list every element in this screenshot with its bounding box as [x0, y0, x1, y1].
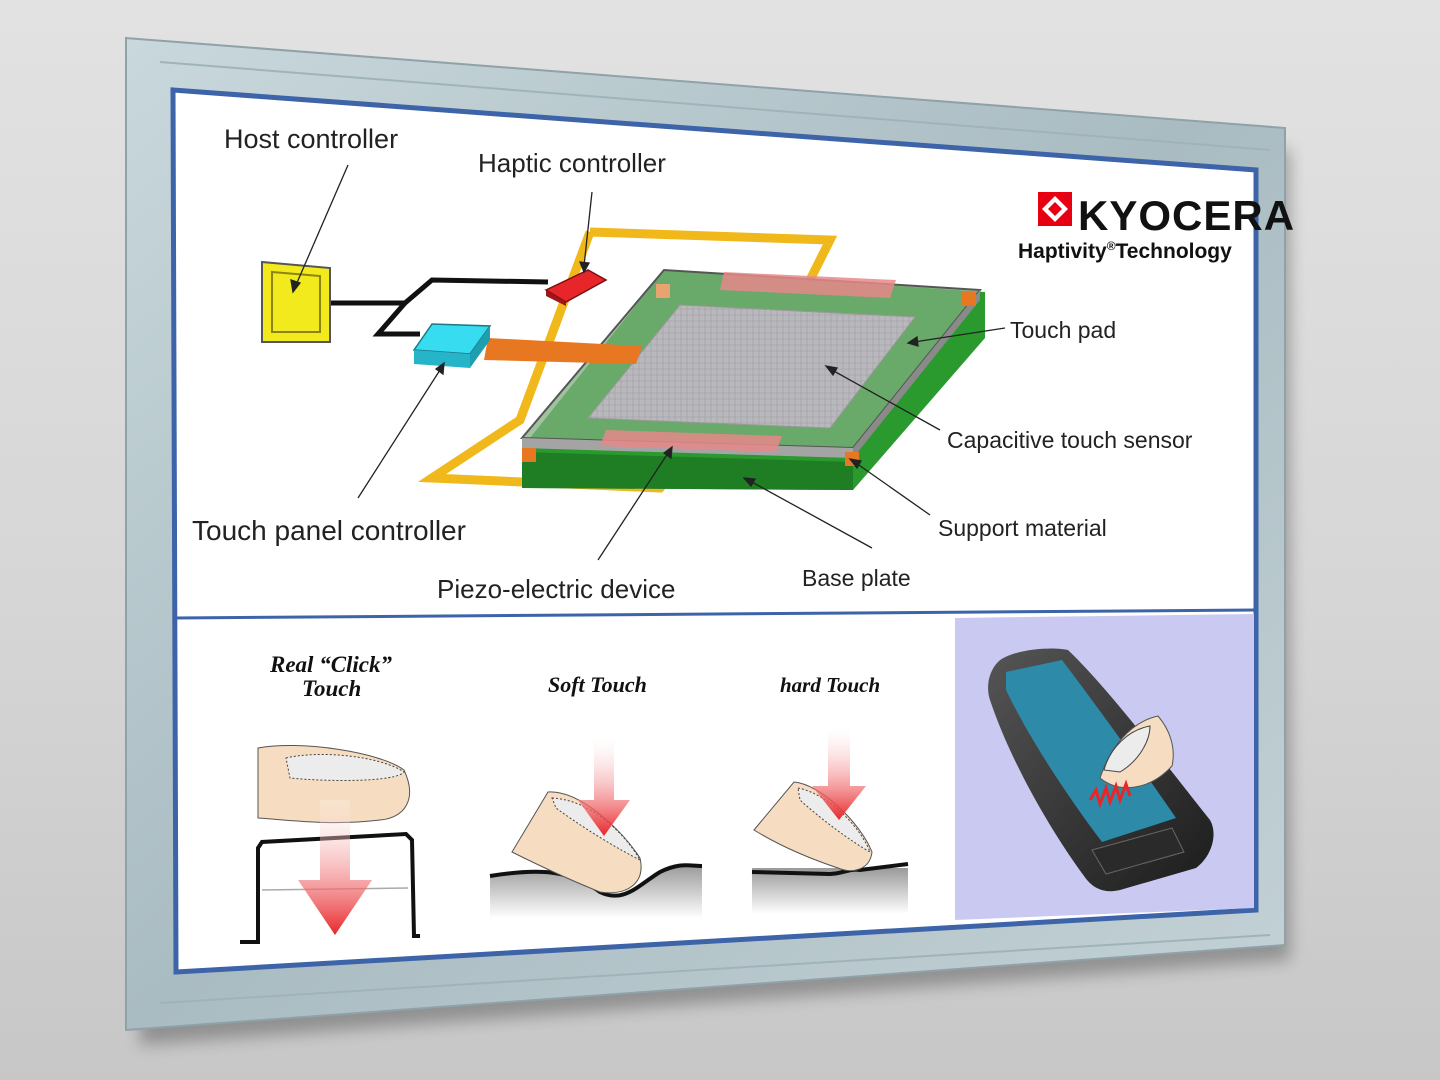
label-piezo-electric-device: Piezo-electric device [437, 574, 675, 604]
phone-illustration-panel [955, 614, 1254, 920]
touch-pad-side [853, 290, 980, 458]
kyocera-logo-mark [1038, 192, 1072, 226]
phone-screen [1006, 660, 1176, 842]
real-click-illustration: Real “Click” Touch [240, 652, 420, 944]
press-arrow-hard-touch [812, 728, 866, 820]
label-haptic-controller: Haptic controller [478, 148, 666, 178]
real-click-title-line2: Touch [302, 676, 361, 701]
soft-touch-title: Soft Touch [548, 672, 647, 697]
touch-panel-controller-side [470, 326, 490, 368]
fingernail-real-click [285, 754, 405, 781]
piezo-strip-front [600, 430, 782, 452]
tagline-prefix: Haptivity [1018, 240, 1107, 263]
host-panel-wire [372, 301, 420, 337]
press-arrow-real-click [298, 800, 372, 935]
frame-groove-top [159, 61, 1271, 151]
base-plate-front [522, 452, 853, 490]
fingernail-soft-touch [551, 797, 642, 862]
hard-touch-title: hard Touch [780, 673, 880, 697]
label-touch-pad: Touch pad [1010, 317, 1116, 343]
host-controller-box [261, 260, 331, 343]
brand-tagline: Haptivity®Technology [1018, 239, 1232, 263]
kyocera-logo-text: KYOCERA [1078, 192, 1295, 239]
hard-touch-illustration: hard Touch [751, 673, 909, 914]
touch-panel-controller-front [414, 350, 470, 368]
kyocera-brand: KYOCERA Haptivity®Technology [1018, 192, 1295, 263]
haptic-controller-side [546, 290, 566, 306]
label-host-controller: Host controller [224, 124, 398, 154]
label-touch-panel-controller: Touch panel controller [192, 515, 466, 546]
vibration-squiggle [1088, 779, 1132, 809]
host-controller-inner [271, 270, 321, 333]
support-corner-back-right [962, 292, 976, 306]
phone-bottom-bar [1091, 827, 1185, 875]
frame-groove-bottom [159, 934, 1271, 1004]
hard-surface-line [751, 862, 909, 877]
tagline-suffix: Technology [1116, 240, 1233, 263]
soft-surface-line [489, 863, 703, 898]
host-haptic-wire [330, 277, 549, 306]
fingernail-phone [1103, 725, 1151, 773]
real-click-title-line1: Real “Click” [269, 652, 393, 677]
label-base-plate: Base plate [802, 565, 911, 591]
press-arrow-soft-touch [578, 738, 630, 836]
support-corner-back-left [656, 284, 670, 298]
piezo-strip-back [720, 272, 896, 298]
capacitive-touch-sensor [586, 304, 916, 429]
tagline-mark: ® [1107, 239, 1116, 253]
label-support-material: Support material [938, 515, 1107, 541]
soft-touch-illustration: Soft Touch [489, 672, 703, 918]
connector-cable [484, 338, 642, 364]
support-corner-front-left [522, 448, 536, 462]
leader-lines [290, 164, 1006, 561]
label-capacitive-touch-sensor: Capacitive touch sensor [947, 427, 1193, 453]
haptic-diagram: Host controller Haptic controller Touch … [192, 124, 1193, 604]
panel-divider [175, 608, 1257, 620]
